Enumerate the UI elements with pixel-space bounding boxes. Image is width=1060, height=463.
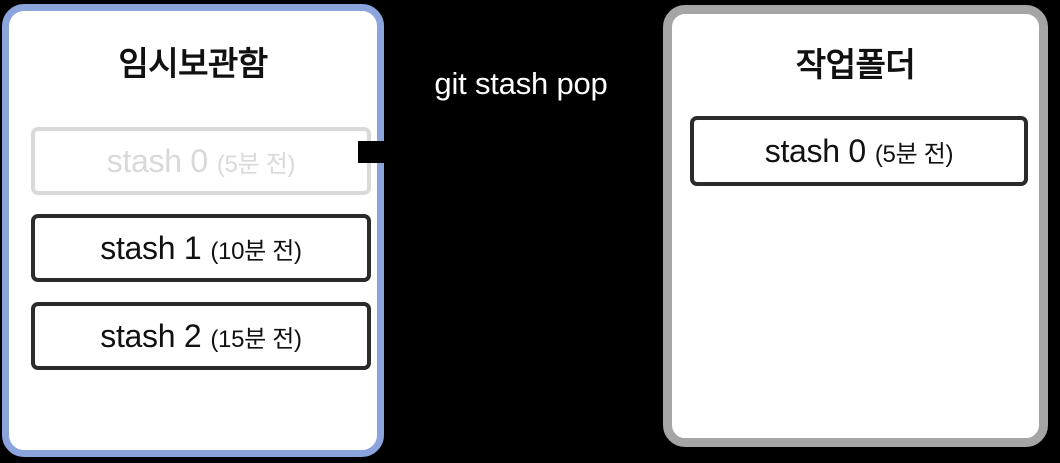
stash-entry-0-name: stash 0 [106,142,208,179]
stash-entry-1-time: (10분 전) [210,237,302,265]
worktree-entry-0[interactable]: stash 0 (5분 전) [690,116,1028,186]
worktree-entry-0-time: (5분 전) [874,140,954,168]
stash-entry-2[interactable]: stash 2 (15분 전) [31,302,371,370]
worktree-entry-0-name: stash 0 [764,132,866,169]
arrow-label: git stash pop [434,66,608,101]
stash-entry-1[interactable]: stash 1 (10분 전) [31,214,371,282]
worktree-panel-title: 작업폴더 [795,46,916,83]
stash-entry-1-name: stash 1 [100,229,202,266]
stash-entry-0[interactable]: stash 0 (5분 전) [31,127,371,195]
worktree-panel: 작업폴더 [663,5,1048,447]
stash-entry-2-time: (15분 전) [210,325,302,353]
stash-entry-2-name: stash 2 [100,317,202,354]
stash-panel: 임시보관함 stash 0 (5분 전) stash 1 (10분 전) sta… [2,4,384,457]
stash-panel-title: 임시보관함 [118,45,268,82]
stash-entry-0-time: (5분 전) [216,150,296,178]
arrow-shaft [358,141,660,163]
